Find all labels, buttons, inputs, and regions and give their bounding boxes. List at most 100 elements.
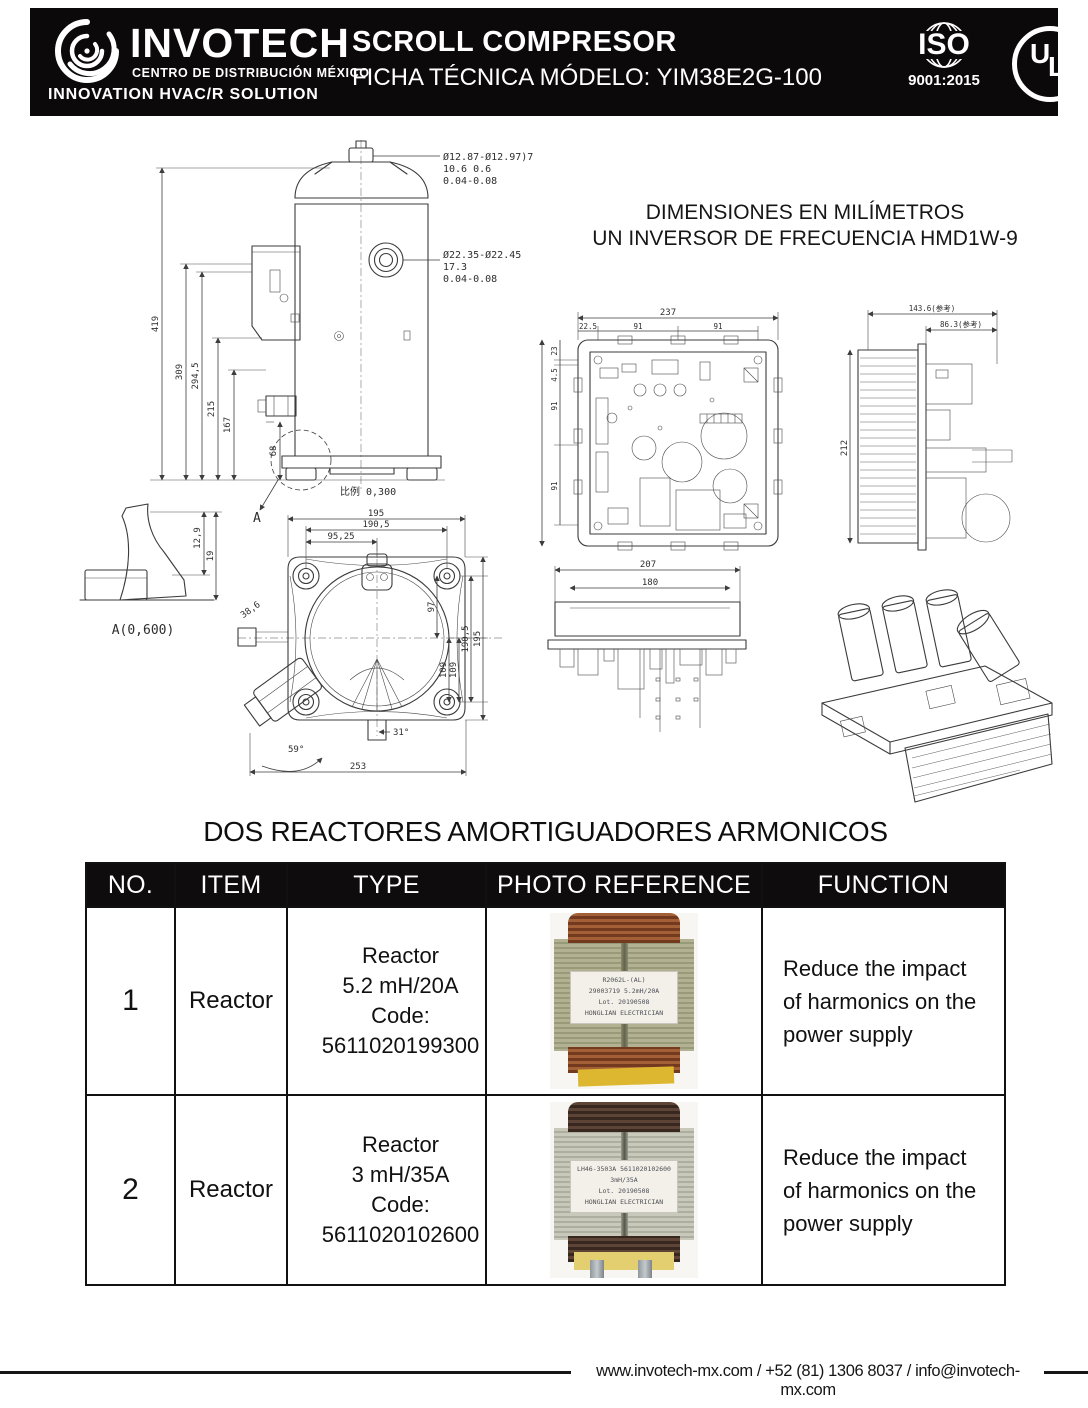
bottom-dim-95-25: 95,25 <box>327 532 354 542</box>
row2-function: Reduce the impact of harmonics on the po… <box>783 1144 977 1236</box>
ul-letter-u: U <box>1030 38 1051 69</box>
row1-type: Reactor 5.2 mH/20A Code: 5611020199300 <box>288 908 487 1096</box>
row2-type-line1: Reactor <box>361 1132 440 1157</box>
iso-label: ISO <box>915 30 973 60</box>
dim-68: 68 <box>269 446 279 457</box>
bottom-dim-190-5: 190,5 <box>362 520 389 530</box>
scale-note: 比例 0,300 <box>340 485 396 498</box>
reactor-1-label-line4: HONGLIAN ELECTRICIAN <box>584 1009 664 1017</box>
col-header-item: ITEM <box>176 864 288 908</box>
reactor-2-terminal-1 <box>590 1260 604 1278</box>
logo-subtitle: CENTRO DE DISTRIBUCIÓN MÉXICO <box>132 66 370 80</box>
note-line-2: UN INVERSOR DE FRECUENCIA HMD1W-9 <box>592 227 1018 250</box>
document-subtitle: FICHA TÉCNICA MÓDELO: YIM38E2G-100 <box>352 64 822 91</box>
col-header-function: FUNCTION <box>763 864 1004 908</box>
row2-type-line4: 5611020102600 <box>321 1222 480 1247</box>
dim-419: 419 <box>151 316 161 332</box>
reactors-table: NO. ITEM TYPE PHOTO REFERENCE FUNCTION 1… <box>85 862 1006 1286</box>
ul-letter-l: L <box>1048 51 1066 82</box>
side-dim-86-3: 86.3(参考) <box>940 319 982 329</box>
bottom-dim-97: 97 <box>427 602 437 613</box>
reactor-2-winding-top <box>568 1102 680 1132</box>
callout-mid-1: Ø22.35-Ø22.45 <box>443 249 521 261</box>
reactor-2-tape <box>574 1252 674 1270</box>
note-line-1: DIMENSIONES EN MILÍMETROS <box>645 201 965 224</box>
reactors-section-title: DOS REACTORES AMORTIGUADORES ARMONICOS <box>203 816 888 847</box>
belev-dim-207: 207 <box>640 560 656 570</box>
footer-rule-right <box>1044 1371 1088 1374</box>
invotech-spiral-logo-icon <box>55 19 119 83</box>
callout-top-2: 10.6 0.6 <box>443 164 491 175</box>
reactor-1-label-line2: 29003719 5.2mH/20A <box>588 987 660 995</box>
row1-type-line2: 5.2 mH/20A <box>342 973 459 998</box>
bottom-dim-109a: 109 <box>439 662 449 678</box>
side-dim-212: 212 <box>840 440 850 456</box>
reactor-2-label-line1: LH46-3503A 5611020102600 <box>577 1165 671 1173</box>
reactor-2-label-line2: 3mH/35A <box>610 1176 638 1184</box>
dim-215: 215 <box>207 401 217 417</box>
reactor-2-label-line4: HONGLIAN ELECTRICIAN <box>584 1198 664 1206</box>
row2-no: 2 <box>87 1096 176 1284</box>
detail-dim-19: 19 <box>206 551 216 562</box>
dimensions-note: DIMENSIONES EN MILÍMETROS UN INVERSOR DE… <box>545 200 1065 252</box>
inverter-3d-view <box>821 589 1053 803</box>
pcb-dim-22-5: 22.5 <box>579 322 597 331</box>
header-bar: INVOTECH CENTRO DE DISTRIBUCIÓN MÉXICO I… <box>30 8 1088 116</box>
footer-rule-left <box>0 1371 571 1374</box>
pcb-dim-237: 237 <box>660 308 676 318</box>
pcb-dim-91c: 91 <box>550 401 559 410</box>
row1-type-line3: Code: <box>371 1003 430 1028</box>
technical-drawings: A 比例 0,300 Ø12.87-Ø12.97)7 10.6 0.6 0.04… <box>79 140 1053 803</box>
pcb-dim-4-5: 4.5 <box>550 368 559 382</box>
reactor-1-photo: R2062L-(AL) 29003719 5.2mH/20A Lot. 2019… <box>550 913 698 1089</box>
inverter-front-view: 237 22.5 91 91 23 4.5 91 91 <box>539 308 783 551</box>
row2-type: Reactor 3 mH/35A Code: 5611020102600 <box>288 1096 487 1284</box>
row2-type-line2: 3 mH/35A <box>351 1162 450 1187</box>
bottom-dim-195-r: 195 <box>473 631 483 647</box>
row1-type-line4: 5611020199300 <box>321 1033 480 1058</box>
side-dim-143-6: 143.6(参考) <box>909 303 956 313</box>
detail-a-label: A(0,600) <box>112 623 175 638</box>
pcb-dim-91d: 91 <box>550 481 559 490</box>
inverter-bottom-elevation: 207 180 <box>547 560 747 732</box>
angle-31: 31° <box>393 728 409 738</box>
col-header-type: TYPE <box>288 864 487 908</box>
reactor-2-label: LH46-3503A 5611020102600 3mH/35A Lot. 20… <box>570 1160 678 1213</box>
dim-294-5: 294,5 <box>191 362 201 389</box>
callout-mid-2: 17.3 <box>443 262 467 273</box>
iso-sub-label: 9001:2015 <box>908 72 980 89</box>
bottom-dim-109b: 109 <box>449 662 459 678</box>
angle-59: 59° <box>288 745 304 755</box>
reactor-2-photo: LH46-3503A 5611020102600 3mH/35A Lot. 20… <box>550 1102 698 1278</box>
callout-top-3: 0.04-0.08 <box>443 176 497 187</box>
bottom-dim-38-6: 38,6 <box>239 600 262 621</box>
ul-listed-badge: U L <box>1012 26 1088 102</box>
reactor-1-label-line3: Lot. 20190508 <box>598 998 650 1006</box>
dim-309: 309 <box>175 364 185 380</box>
dim-167: 167 <box>223 417 233 433</box>
footer-contact: www.invotech-mx.com / +52 (81) 1306 8037… <box>596 1362 1020 1399</box>
row1-no: 1 <box>87 908 176 1096</box>
reactor-1-label-line1: R2062L-(AL) <box>602 976 646 984</box>
callout-top-1: Ø12.87-Ø12.97)7 <box>443 151 533 163</box>
row1-item: Reactor <box>176 908 288 1096</box>
row1-type-line1: Reactor <box>361 943 440 968</box>
bottom-dim-190-5-r: 190,5 <box>461 625 471 652</box>
col-header-photo: PHOTO REFERENCE <box>487 864 763 908</box>
col-header-no: NO. <box>87 864 176 908</box>
compressor-side-view: A 比例 0,300 Ø12.87-Ø12.97)7 10.6 0.6 0.04… <box>150 140 533 526</box>
document-title: SCROLL COMPRESOR <box>352 26 677 58</box>
reactor-2-terminal-2 <box>638 1260 652 1278</box>
detail-a-view: 12,9 19 A(0,600) <box>79 503 222 638</box>
row1-function: Reduce the impact of harmonics on the po… <box>763 908 1004 1096</box>
bottom-dim-195: 195 <box>368 509 384 519</box>
logo-name: INVOTECH <box>130 20 350 66</box>
logo-tagline: INNOVATION HVAC/R SOLUTION <box>48 86 319 103</box>
reactor-1-winding-top <box>568 913 680 943</box>
callout-mid-3: 0.04-0.08 <box>443 274 497 285</box>
belev-dim-180: 180 <box>642 578 658 588</box>
row2-item: Reactor <box>176 1096 288 1284</box>
pcb-dim-91b: 91 <box>713 322 722 331</box>
bottom-dim-253: 253 <box>350 762 366 772</box>
